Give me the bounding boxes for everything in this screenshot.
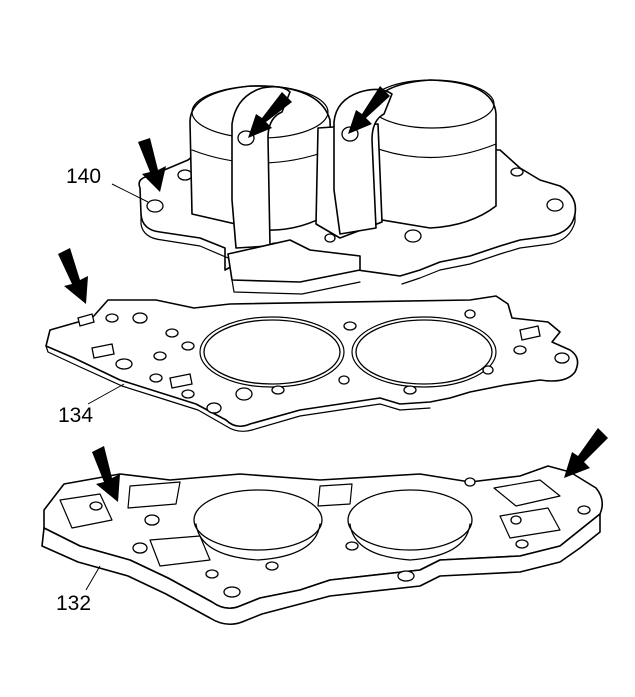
gasket-hole	[181, 389, 195, 399]
callout-plate: 132	[56, 592, 91, 615]
plate-rib	[59, 493, 113, 529]
arrow-icon	[564, 428, 608, 478]
gasket-hole	[513, 345, 527, 355]
gasket-hole	[482, 365, 494, 375]
gasket-slot	[91, 343, 115, 359]
housing-hole	[404, 229, 422, 243]
plate-hole	[515, 539, 529, 549]
plate-hole	[144, 514, 160, 526]
housing-hole	[146, 199, 164, 213]
housing-hole	[546, 198, 564, 212]
housing-dome-right	[367, 79, 497, 229]
gasket-hole	[403, 385, 417, 395]
plate-rib	[149, 535, 211, 567]
dome-right-band	[369, 143, 497, 159]
housing-hole	[324, 233, 336, 243]
plate-bore-left	[193, 489, 323, 551]
housing-hole	[510, 167, 524, 177]
gasket-hole	[115, 358, 133, 370]
plate-hole	[577, 505, 591, 515]
gasket-hole	[206, 402, 222, 414]
arrow-icon	[92, 446, 120, 502]
callout-gasket: 134	[58, 404, 93, 427]
gasket-hole	[343, 321, 357, 331]
arrow-icon	[348, 86, 390, 134]
plate-rib	[499, 507, 561, 539]
callouts: 140 134 132	[56, 165, 149, 615]
gasket-hole	[181, 341, 195, 351]
gasket-bore-left-ring	[199, 316, 345, 388]
gasket-hole	[165, 328, 179, 338]
gasket-slot	[169, 373, 193, 389]
leader-plate	[85, 565, 101, 591]
housing-tab-edge	[231, 279, 361, 295]
arrow-icon	[58, 248, 88, 304]
plate-hole	[205, 569, 219, 579]
plate-hole	[89, 501, 103, 511]
upper-housing	[138, 79, 577, 295]
gasket-bore-left	[203, 319, 341, 385]
plate-hole	[223, 586, 241, 598]
leader-housing	[111, 183, 149, 203]
arrow-icon	[138, 138, 166, 192]
leader-gasket	[87, 383, 125, 405]
gasket-slot	[77, 313, 95, 327]
plate-rib	[317, 483, 353, 507]
callout-housing: 140	[66, 165, 101, 188]
plate-hole	[132, 542, 148, 554]
housing-lower-tab	[227, 239, 361, 283]
housing-boss-left	[231, 85, 291, 249]
gasket-hole	[338, 375, 350, 385]
arrow-icon	[248, 92, 292, 138]
gasket-hole	[464, 309, 476, 319]
gasket-hole	[105, 313, 119, 323]
plate-hole	[464, 477, 476, 487]
gasket-hole	[271, 385, 285, 395]
housing-boss-right	[333, 88, 393, 235]
plate-side-face	[41, 513, 601, 626]
lower-plate	[41, 465, 604, 626]
plate-rib	[493, 479, 561, 507]
gasket-hole	[554, 352, 570, 364]
gasket-hole	[149, 373, 163, 383]
gasket-hole	[235, 387, 253, 401]
plate-bore-right-wall	[349, 523, 471, 561]
plate-hole	[397, 570, 415, 582]
plate-bore-right	[347, 489, 473, 551]
plate-bore-left-wall	[195, 523, 321, 561]
gasket-bore-right	[355, 319, 493, 385]
gasket-slot	[519, 325, 541, 341]
plate-hole	[265, 561, 279, 571]
housing-flange-edge	[140, 213, 576, 285]
housing-hole	[177, 169, 193, 181]
gasket-bore-right-ring	[351, 316, 497, 388]
gasket-edge	[45, 345, 431, 432]
plate-hole	[510, 515, 522, 525]
gasket	[45, 295, 579, 432]
gasket-hole	[132, 312, 148, 324]
plate-rib	[127, 481, 181, 509]
gasket-hole	[153, 351, 167, 361]
arrows	[58, 86, 608, 502]
plate-hole	[345, 541, 359, 551]
